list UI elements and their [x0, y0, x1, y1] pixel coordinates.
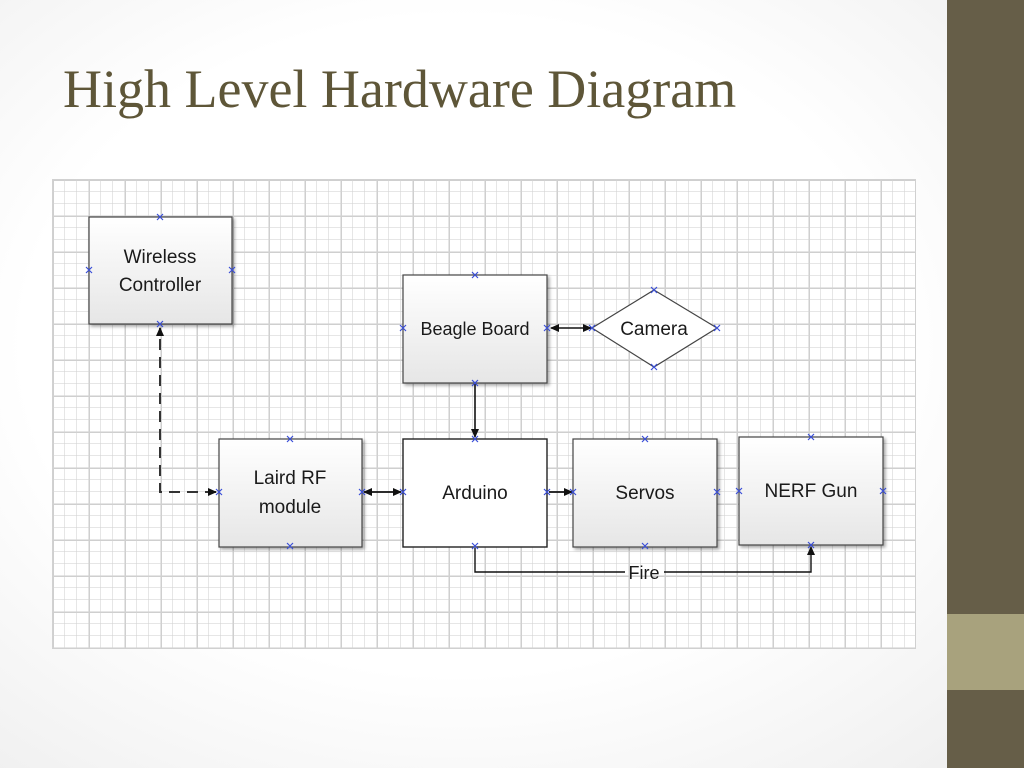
- servos-label: Servos: [615, 483, 674, 504]
- connection-point-marker: [228, 266, 236, 274]
- connection-point-marker: [807, 433, 815, 441]
- connection-point-marker: [650, 363, 658, 371]
- node-beagle-board: Beagle Board: [402, 274, 548, 384]
- connection-point-marker: [471, 379, 479, 387]
- edge-controller-to-laird: [156, 327, 217, 496]
- connection-point-marker: [471, 435, 479, 443]
- camera-label: Camera: [620, 319, 688, 340]
- laird-rf-label-line1: Laird RF: [254, 468, 327, 489]
- connection-point-marker: [807, 541, 815, 549]
- node-laird-rf-module: Laird RF module: [218, 438, 363, 548]
- connection-point-marker: [879, 487, 887, 495]
- connection-point-marker: [569, 488, 577, 496]
- slide-sidebar: [947, 0, 1024, 768]
- node-servos: Servos: [572, 438, 718, 548]
- connection-point-marker: [399, 488, 407, 496]
- connection-point-marker: [543, 488, 551, 496]
- connection-point-marker: [543, 324, 551, 332]
- node-camera: Camera: [590, 289, 719, 368]
- arduino-label: Arduino: [442, 483, 508, 504]
- connection-point-marker: [85, 266, 93, 274]
- node-nerf-gun: NERF Gun: [738, 436, 884, 546]
- sidebar-accent-block: [947, 614, 1024, 690]
- beagle-board-label: Beagle Board: [420, 319, 529, 339]
- connection-point-marker: [156, 320, 164, 328]
- fire-edge-label: Fire: [629, 563, 660, 583]
- connection-point-marker: [713, 488, 721, 496]
- wireless-controller-label-line1: Wireless: [124, 247, 197, 268]
- connection-point-marker: [399, 324, 407, 332]
- connection-point-marker: [358, 488, 366, 496]
- connection-point-marker: [215, 488, 223, 496]
- edge-fire-arduino-to-nerf: Fire: [474, 546, 815, 583]
- wireless-controller-label-line2: Controller: [119, 275, 202, 296]
- nerf-gun-label: NERF Gun: [765, 481, 858, 502]
- connection-point-marker: [735, 487, 743, 495]
- connection-point-marker: [641, 435, 649, 443]
- connection-point-marker: [471, 271, 479, 279]
- connection-point-marker: [471, 542, 479, 550]
- connection-point-marker: [286, 435, 294, 443]
- laird-rf-label-line2: module: [259, 497, 321, 518]
- node-wireless-controller: Wireless Controller: [88, 216, 233, 325]
- connection-point-marker: [286, 542, 294, 550]
- connection-point-marker: [156, 213, 164, 221]
- node-arduino: Arduino: [402, 438, 548, 548]
- connection-point-marker: [588, 324, 596, 332]
- connection-point-marker: [650, 286, 658, 294]
- slide-title: High Level Hardware Diagram: [63, 59, 737, 119]
- connection-point-marker: [713, 324, 721, 332]
- connection-point-marker: [641, 542, 649, 550]
- connection-points: [85, 213, 887, 550]
